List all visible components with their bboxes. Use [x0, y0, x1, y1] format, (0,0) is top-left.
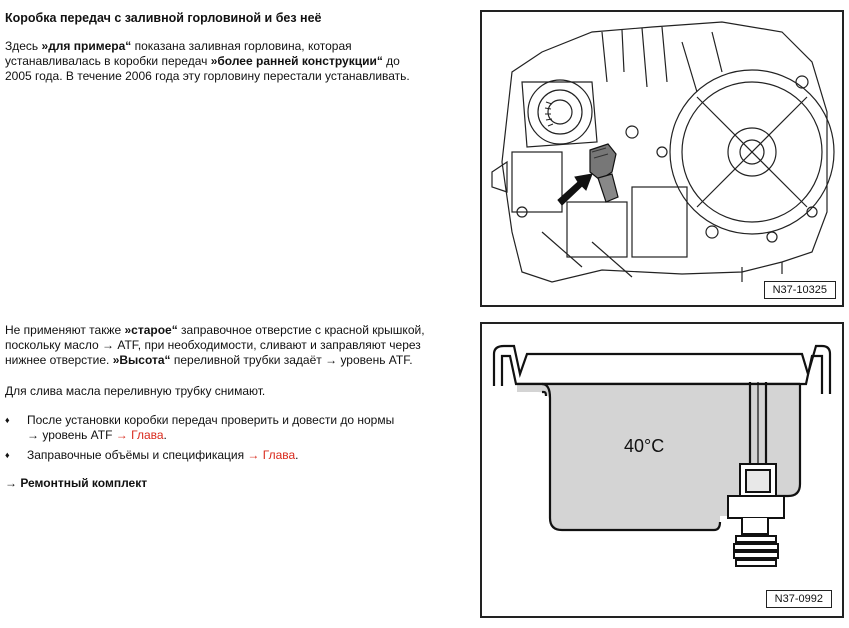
drain-paragraph: Для слива масла переливную трубку снимаю…	[5, 384, 266, 398]
text: до	[382, 54, 400, 68]
temperature-label: 40°C	[624, 436, 664, 456]
emphasis: »для примера“	[41, 39, 132, 53]
bullet-item: ♦ После установки коробки передач провер…	[5, 413, 475, 445]
text: Не применяют также	[5, 323, 125, 337]
oil-pan-drawing: 40°C	[492, 344, 832, 567]
bullet-diamond-icon: ♦	[5, 450, 10, 460]
chapter-link[interactable]: → Глава	[115, 428, 164, 442]
gearbox-drawing	[491, 21, 835, 283]
arrow-icon	[557, 173, 593, 206]
chapter-link[interactable]: → Глава	[247, 448, 296, 462]
filler-hole-paragraph: Не применяют также »старое“ заправочное …	[5, 323, 475, 368]
text: поскольку масло → ATF, при необходимости…	[5, 338, 421, 352]
text: Здесь	[5, 39, 42, 53]
intro-paragraph: Здесь »для примера“ показана заливная го…	[5, 39, 475, 84]
text: переливной трубки задаёт → уровень ATF.	[170, 353, 413, 367]
emphasis: »старое“	[124, 323, 178, 337]
oil-pan-figure: 40°C N37-0992	[480, 322, 844, 618]
text: .	[295, 448, 299, 462]
bullet-diamond-icon: ♦	[5, 415, 10, 425]
text: заправочное отверстие с красной крышкой,	[177, 323, 425, 337]
repair-kit-link[interactable]: → Ремонтный комплект	[5, 476, 148, 490]
text: устанавливалась в коробки передач	[5, 54, 211, 68]
gearbox-figure: N37-10325	[480, 10, 844, 307]
text: нижнее отверстие.	[5, 353, 113, 367]
bullet-item: ♦ Заправочные объёмы и спецификация → Гл…	[5, 448, 475, 464]
text: После установки коробки передач проверит…	[27, 413, 395, 427]
section-title: Коробка передач с заливной горловиной и …	[5, 11, 322, 25]
filler-neck-icon	[589, 143, 619, 203]
emphasis: »Высота“	[112, 353, 171, 367]
figure-id-label: N37-0992	[765, 590, 832, 608]
text: .	[163, 428, 167, 442]
text: 2005 года. В течение 2006 года эту горло…	[5, 69, 410, 83]
text: Заправочные объёмы и спецификация	[27, 448, 248, 462]
text: показана заливная горловина, которая	[131, 39, 352, 53]
text: → уровень ATF	[27, 428, 116, 442]
figure-id-label: N37-10325	[763, 281, 836, 299]
emphasis: »более ранней конструкции“	[210, 54, 383, 68]
